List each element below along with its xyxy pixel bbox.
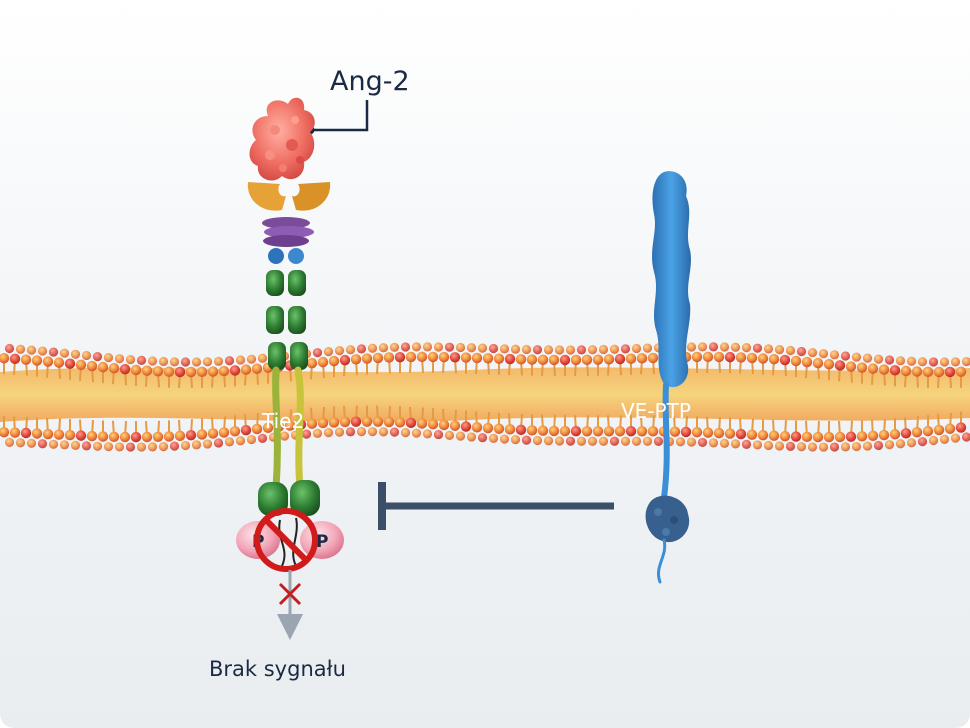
tie2-label: Tie2 <box>261 409 304 433</box>
ang2-label: Ang-2 <box>330 66 410 97</box>
ang2-callout: Ang-2 <box>305 66 410 135</box>
membrane-bottom-leaflet <box>0 405 970 452</box>
veptp-protein: VE-PTP <box>621 171 691 584</box>
cell-membrane <box>0 342 970 452</box>
veptp-label: VE-PTP <box>621 399 691 423</box>
no-signal-label: Brak sygnału <box>209 657 346 681</box>
inhibition-arrow <box>378 482 614 530</box>
no-sign-icon <box>254 508 318 572</box>
arrow-down-icon <box>277 570 303 640</box>
cross-icon <box>278 582 302 606</box>
ang2-protein <box>249 97 315 181</box>
phospho-right-label: P <box>316 532 328 552</box>
